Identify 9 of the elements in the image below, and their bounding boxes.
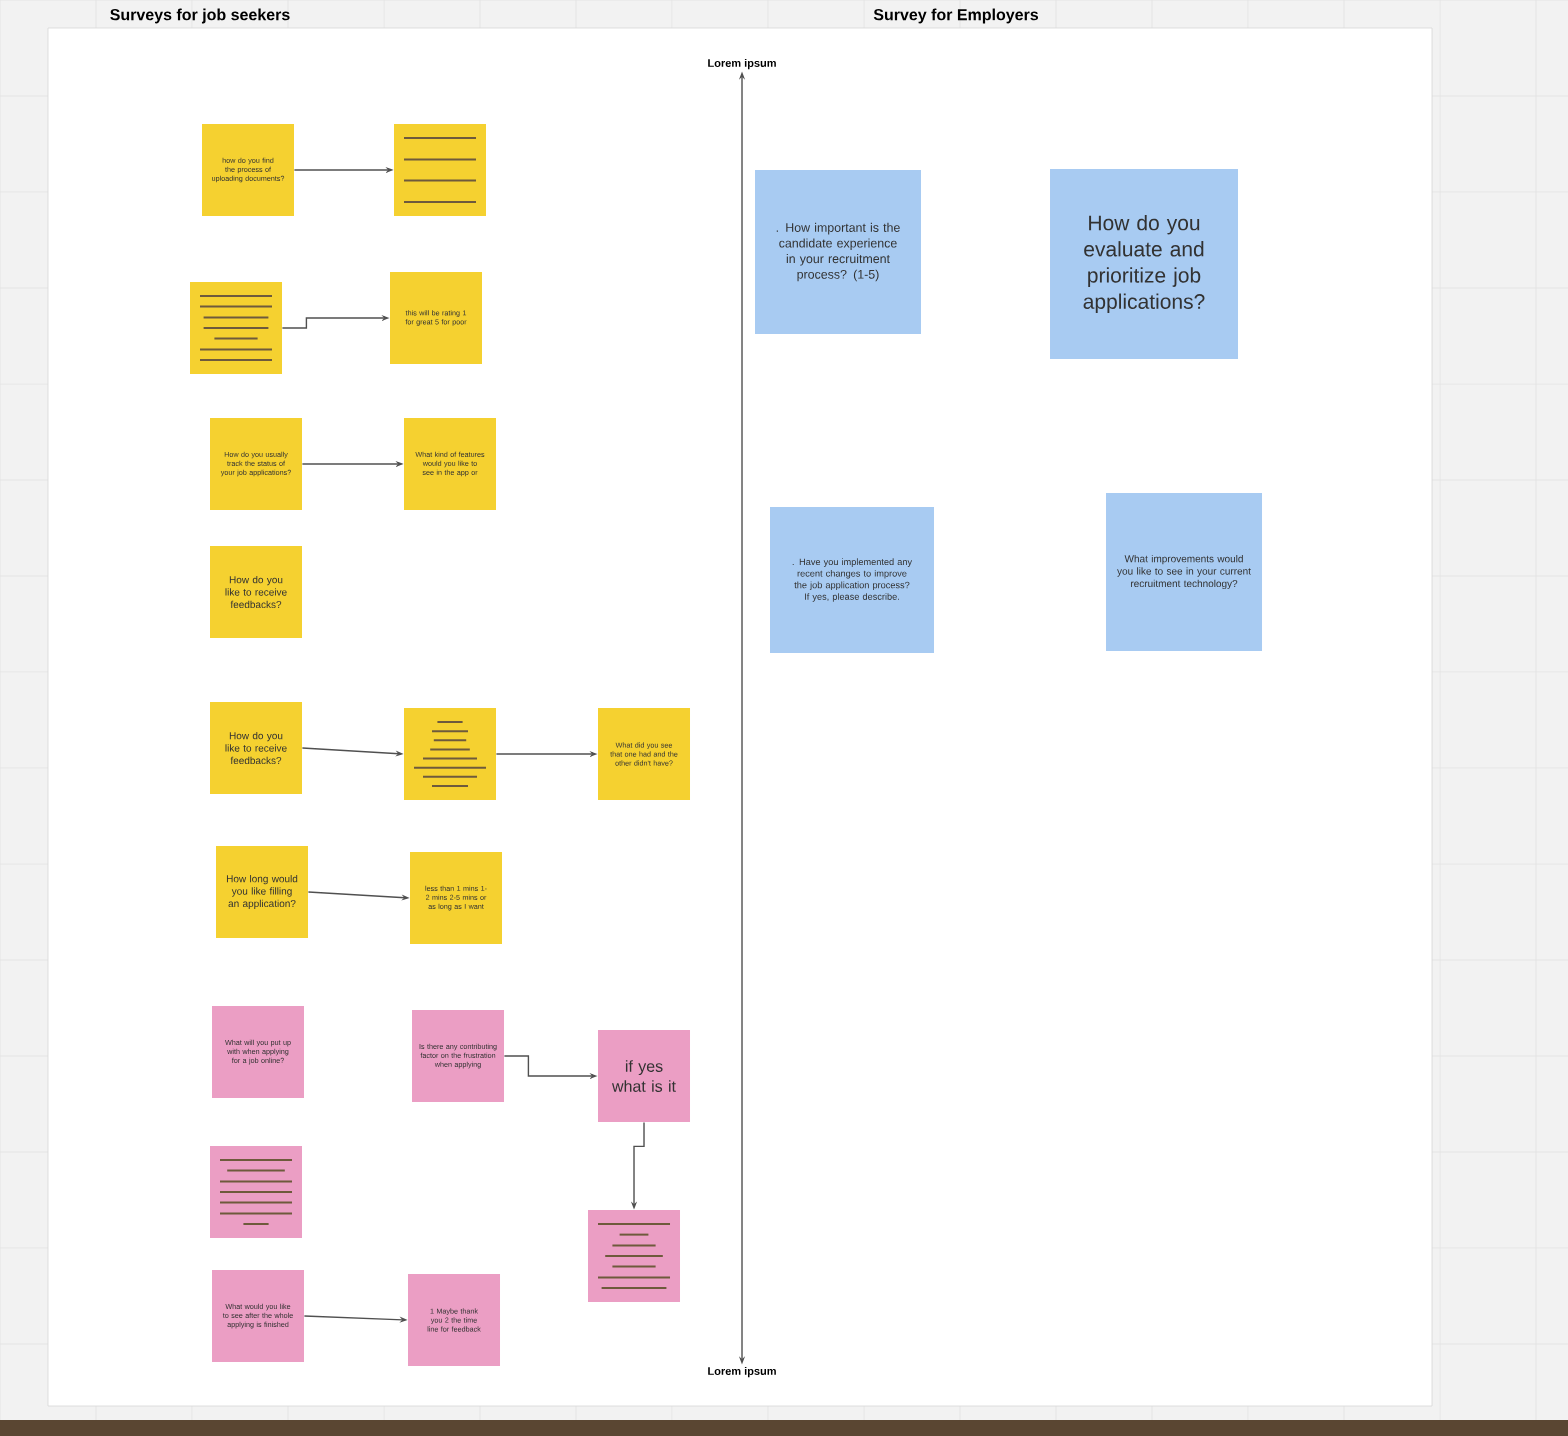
- placeholder-note: [210, 1146, 302, 1238]
- section-title: Surveys for job seekers: [110, 8, 290, 24]
- sticky-note: if yes what is it: [598, 1030, 690, 1122]
- placeholder-note: [404, 708, 496, 800]
- placeholder-note: [394, 124, 486, 216]
- section-title: Survey for Employers: [873, 8, 1039, 24]
- sticky-note: How do you evaluate and prioritize job applications?: [1050, 169, 1238, 359]
- placeholder-note: [588, 1210, 680, 1302]
- placeholder-note: [190, 282, 282, 374]
